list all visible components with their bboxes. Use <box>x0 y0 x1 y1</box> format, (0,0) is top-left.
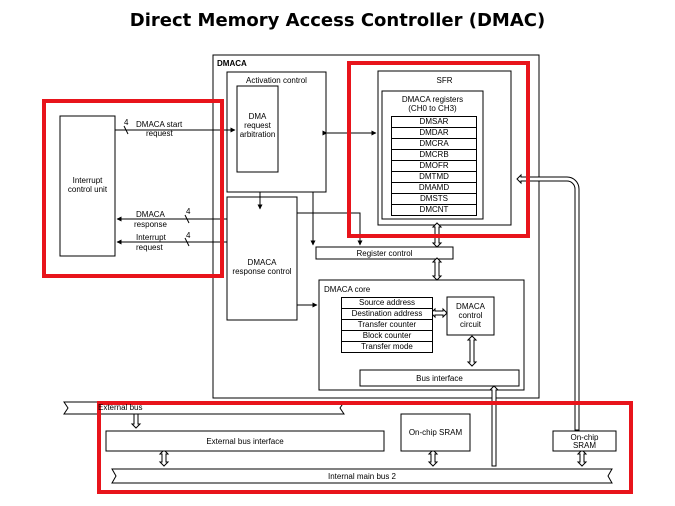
external-bus-interface-label: External bus interface <box>206 437 284 446</box>
register-control-box <box>315 246 454 260</box>
registers-title-2: (CH0 to CH3) <box>408 104 457 113</box>
response-control-label-1: DMACA <box>247 258 277 267</box>
response-label-2: response <box>134 220 167 229</box>
arbitration-label-2: request <box>244 121 271 130</box>
registers-title-1: DMACA registers <box>401 95 464 104</box>
response-width: 4 <box>186 207 191 216</box>
dmaca-label: DMACA <box>217 59 247 68</box>
arbitration-label-1: DMA <box>248 112 267 121</box>
register-dmcnt: DMCNT <box>391 204 477 216</box>
control-circuit-box <box>446 296 495 336</box>
interrupt-request-label-2: request <box>136 243 163 252</box>
start-request-label-1: DMACA start <box>136 120 183 129</box>
onchip-sram-1-box <box>400 413 471 452</box>
response-control-box <box>226 196 298 321</box>
highlight-sfr <box>347 61 530 238</box>
register-control-label: Register control <box>356 249 413 258</box>
interrupt-request-label-1: Interrupt <box>136 233 166 242</box>
dma-request-arbitration-box <box>236 85 279 173</box>
control-circuit-label-1: DMACA <box>456 302 485 311</box>
response-control-label-2: response control <box>232 267 292 276</box>
interrupt-unit-label-2: control unit <box>67 185 108 194</box>
onchip-sram-2-label-1: On-chip <box>570 433 599 442</box>
onchip-sram-2-box <box>552 430 617 452</box>
dmaca-core-label: DMACA core <box>324 285 371 294</box>
highlight-interrupt <box>42 99 224 278</box>
start-request-width: 4 <box>124 118 129 127</box>
control-circuit-label-3: circuit <box>460 320 481 329</box>
external-bus-interface-box <box>105 430 385 452</box>
arbitration-label-3: arbitration <box>239 130 276 139</box>
interrupt-unit-label-1: Interrupt <box>72 176 103 185</box>
activation-control-label: Activation control <box>246 76 307 85</box>
external-bus-label: External bus <box>98 403 143 412</box>
interrupt-request-width: 4 <box>186 231 191 240</box>
onchip-sram-1-label: On-chip SRAM <box>408 428 463 437</box>
start-request-label-2: request <box>146 129 173 138</box>
bus-interface-label: Bus interface <box>416 374 463 383</box>
response-label-1: DMACA <box>136 210 165 219</box>
core-transfer-mode: Transfer mode <box>341 341 433 353</box>
sfr-label: SFR <box>436 76 453 85</box>
onchip-sram-2-label-2: SRAM <box>572 441 597 450</box>
bus-interface-box <box>359 369 520 387</box>
interrupt-control-unit-box <box>59 115 116 257</box>
page-title: Direct Memory Access Controller (DMAC) <box>129 10 546 31</box>
control-circuit-label-2: control <box>458 311 483 320</box>
internal-main-bus-label: Internal main bus 2 <box>327 472 397 481</box>
highlight-bus <box>97 401 633 494</box>
core-transfer-counter: Transfer counter <box>341 319 433 331</box>
internal-main-bus-shape <box>111 468 613 484</box>
